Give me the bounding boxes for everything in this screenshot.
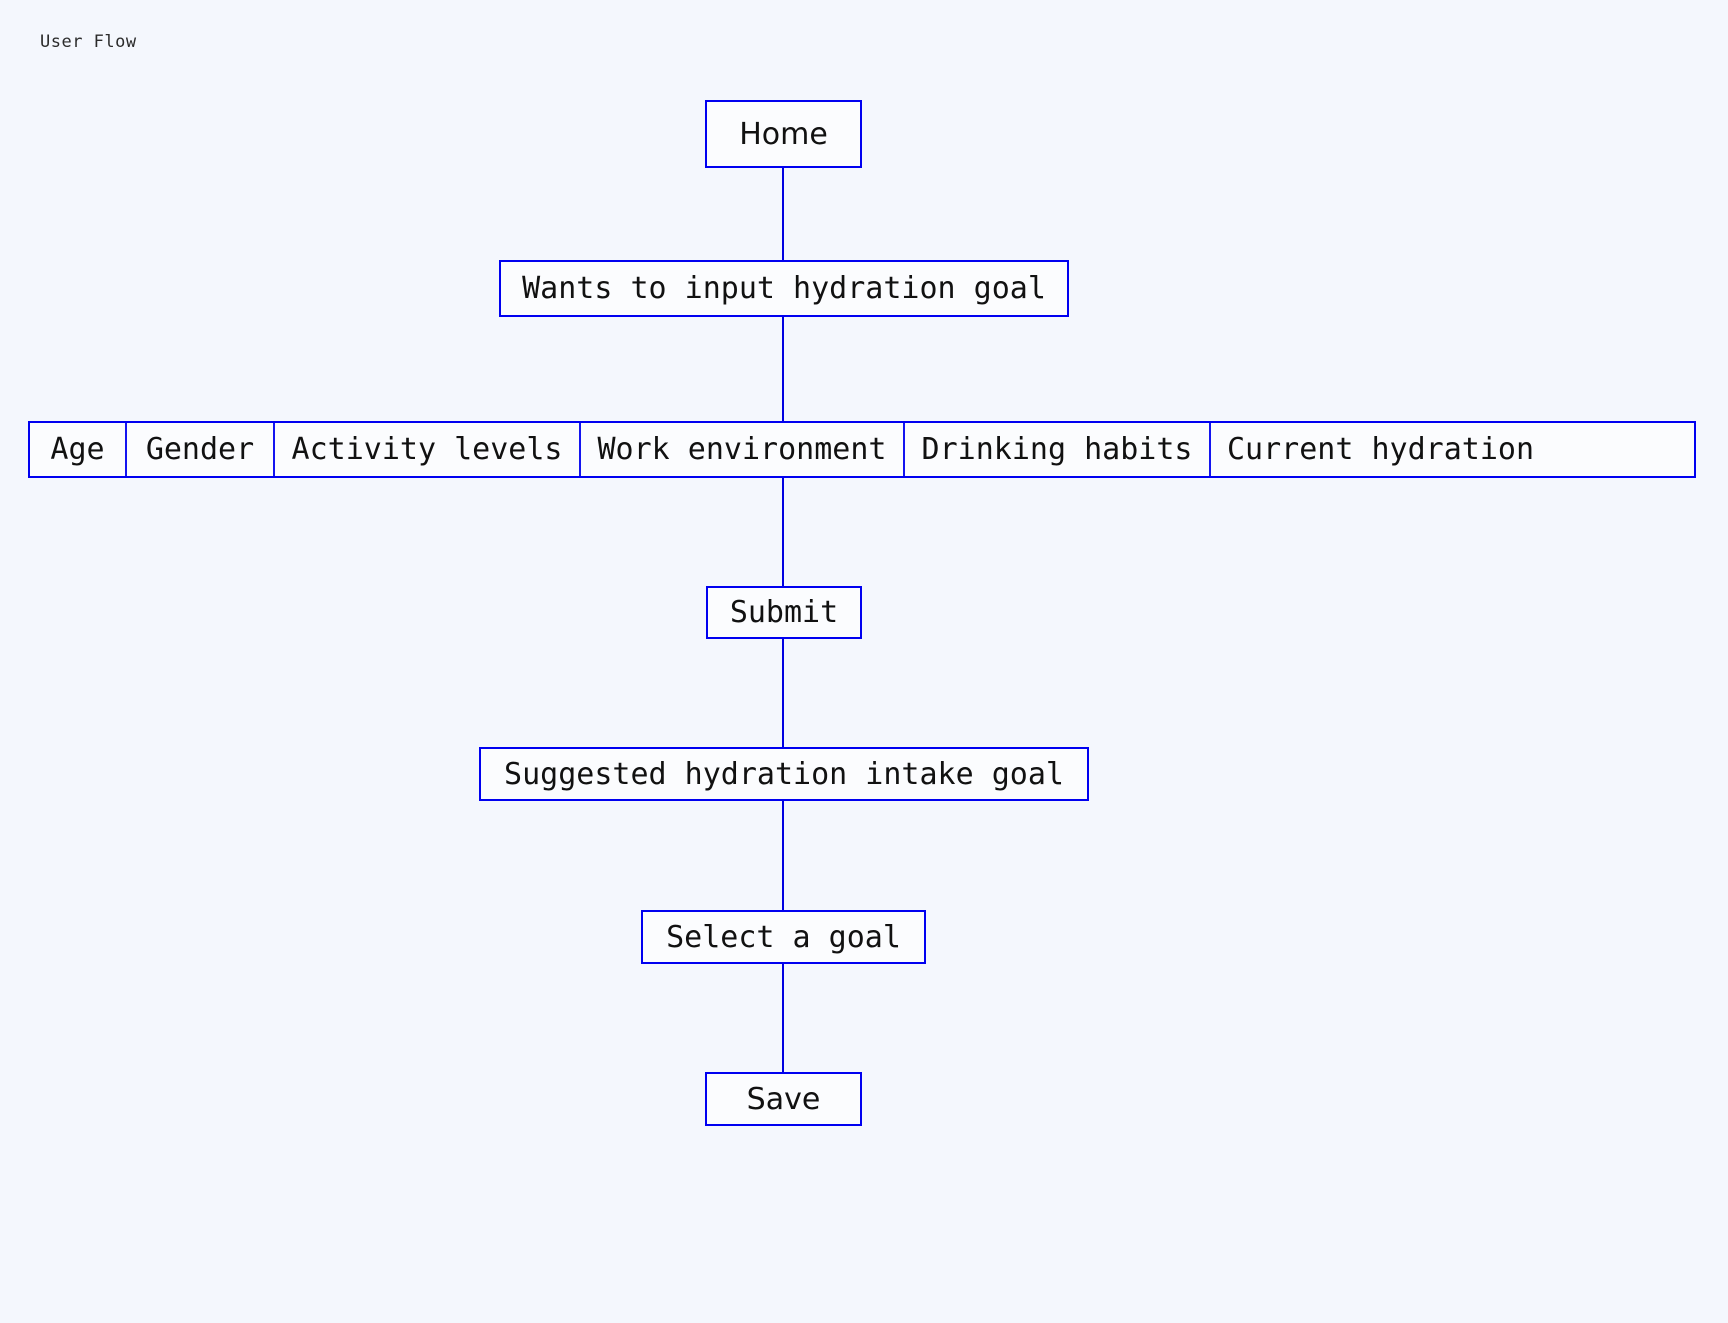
node-select-label: Select a goal	[666, 919, 901, 955]
node-submit-label: Submit	[729, 595, 839, 630]
node-user-inputs-record[interactable]: Age Gender Activity levels Work environm…	[28, 421, 1696, 478]
node-wants-label: Wants to input hydration goal	[522, 271, 1046, 306]
record-cell-activity-levels[interactable]: Activity levels	[273, 423, 579, 476]
node-suggested-label: Suggested hydration intake goal	[504, 756, 1064, 792]
edge-record-to-submit	[782, 478, 784, 587]
record-cell-current-hydration-label: Current hydration	[1226, 432, 1535, 467]
node-suggested-hydration-intake-goal[interactable]: Suggested hydration intake goal	[479, 747, 1089, 801]
record-cell-age[interactable]: Age	[30, 423, 125, 476]
record-cell-gender-label: Gender	[145, 432, 255, 467]
node-submit[interactable]: Submit	[706, 586, 862, 639]
edge-home-to-wants	[782, 168, 784, 262]
record-cell-work-environment-label: Work environment	[597, 432, 887, 467]
node-wants-to-input-hydration-goal[interactable]: Wants to input hydration goal	[499, 260, 1069, 317]
record-cell-age-label: Age	[50, 432, 105, 467]
node-save-label: Save	[746, 1081, 821, 1117]
node-save[interactable]: Save	[705, 1072, 862, 1126]
edge-submit-to-suggested	[782, 639, 784, 748]
edge-wants-to-record	[782, 317, 784, 422]
node-home[interactable]: Home	[705, 100, 862, 168]
record-cell-current-hydration[interactable]: Current hydration	[1209, 423, 1550, 476]
record-cell-drinking-habits[interactable]: Drinking habits	[903, 423, 1209, 476]
record-cell-activity-levels-label: Activity levels	[291, 432, 563, 467]
record-cell-gender[interactable]: Gender	[125, 423, 273, 476]
record-cell-drinking-habits-label: Drinking habits	[921, 432, 1193, 467]
node-home-label: Home	[739, 116, 828, 152]
node-select-a-goal[interactable]: Select a goal	[641, 910, 926, 964]
edge-select-to-save	[782, 964, 784, 1073]
record-cell-work-environment[interactable]: Work environment	[579, 423, 903, 476]
page-title: User Flow	[40, 32, 137, 52]
edge-suggested-to-select	[782, 801, 784, 911]
